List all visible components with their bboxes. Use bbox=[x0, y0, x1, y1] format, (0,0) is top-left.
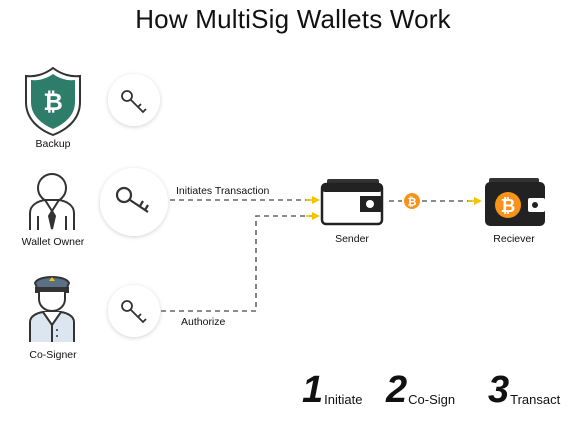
businessman-icon bbox=[29, 173, 75, 230]
bitcoin-wallet-icon: ₿ bbox=[485, 178, 545, 226]
svg-text:₿: ₿ bbox=[43, 88, 63, 116]
backup-key-circle bbox=[108, 74, 160, 126]
step-transact: 3 Transact bbox=[488, 369, 561, 411]
key-icon bbox=[121, 300, 147, 324]
svg-text:₿: ₿ bbox=[501, 196, 516, 217]
step-number: 1 bbox=[302, 369, 323, 411]
co-signer-label: Co-Signer bbox=[29, 349, 77, 361]
authorize-label: Authorize bbox=[181, 316, 226, 328]
sender-label: Sender bbox=[335, 233, 369, 245]
step-initiate: 1 Initiate bbox=[302, 369, 363, 411]
wallet-icon bbox=[320, 179, 384, 226]
key-icon bbox=[121, 90, 147, 114]
connector-transfer: ₿ bbox=[389, 193, 482, 209]
key-icon bbox=[115, 186, 149, 213]
owner-key-circle bbox=[100, 168, 168, 236]
page-title: How MultiSig Wallets Work bbox=[135, 4, 451, 34]
connector-authorize bbox=[161, 212, 320, 312]
bitcoin-coin-icon: ₿ bbox=[404, 193, 420, 209]
step-label: Initiate bbox=[324, 392, 363, 407]
backup-label: Backup bbox=[35, 138, 71, 150]
step-label: Transact bbox=[510, 392, 561, 407]
step-number: 3 bbox=[488, 369, 509, 411]
shield-bitcoin-icon: ₿ bbox=[25, 66, 81, 137]
receiver-label: Reciever bbox=[493, 233, 535, 245]
step-number: 2 bbox=[386, 369, 407, 411]
step-co-sign: 2 Co-Sign bbox=[386, 369, 456, 411]
wallet-owner-label: Wallet Owner bbox=[21, 236, 85, 248]
cosigner-key-circle bbox=[108, 285, 160, 337]
officer-icon bbox=[29, 276, 75, 342]
step-label: Co-Sign bbox=[408, 392, 456, 407]
svg-text:₿: ₿ bbox=[408, 196, 417, 209]
initiates-transaction-label: Initiates Transaction bbox=[176, 185, 270, 197]
